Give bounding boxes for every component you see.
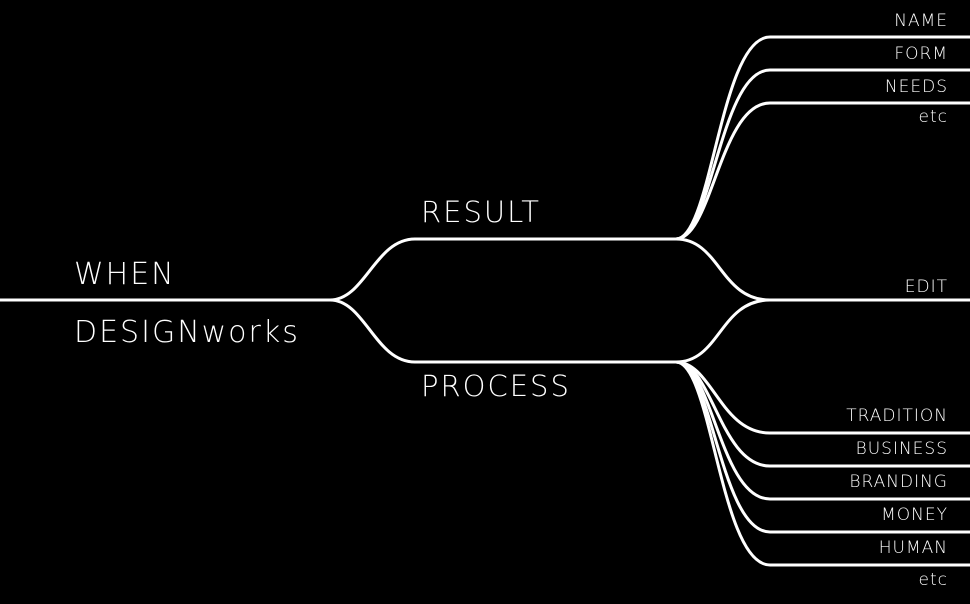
link-process-edit: [674, 298, 772, 364]
link-result-needs: [674, 101, 970, 241]
branch-process-label: PROCESS: [421, 369, 571, 403]
leaf-human-label: HUMAN: [878, 538, 948, 558]
root-label-designworks: DESIGNworks: [74, 315, 300, 350]
link-root-result: [328, 237, 417, 302]
link-process-human: [674, 360, 970, 567]
root-label-when: WHEN: [74, 257, 176, 292]
leaf-name-label: NAME: [894, 11, 948, 31]
leaf-tradition-label: TRADITION: [846, 406, 948, 426]
leaf-money-label: MONEY: [881, 505, 948, 525]
link-result-name: [674, 35, 970, 241]
leaf-result-etc-label: etc: [918, 107, 948, 127]
link-root-process: [328, 298, 417, 364]
leaf-business-label: BUSINESS: [855, 439, 948, 459]
leaf-edit-label: EDIT: [904, 277, 948, 297]
leaf-form-label: FORM: [894, 44, 948, 64]
leaf-process-etc-label: etc: [918, 570, 948, 590]
branch-result-label: RESULT: [421, 195, 541, 229]
leaf-branding-label: BRANDING: [849, 472, 948, 492]
leaf-needs-label: NEEDS: [884, 77, 948, 97]
